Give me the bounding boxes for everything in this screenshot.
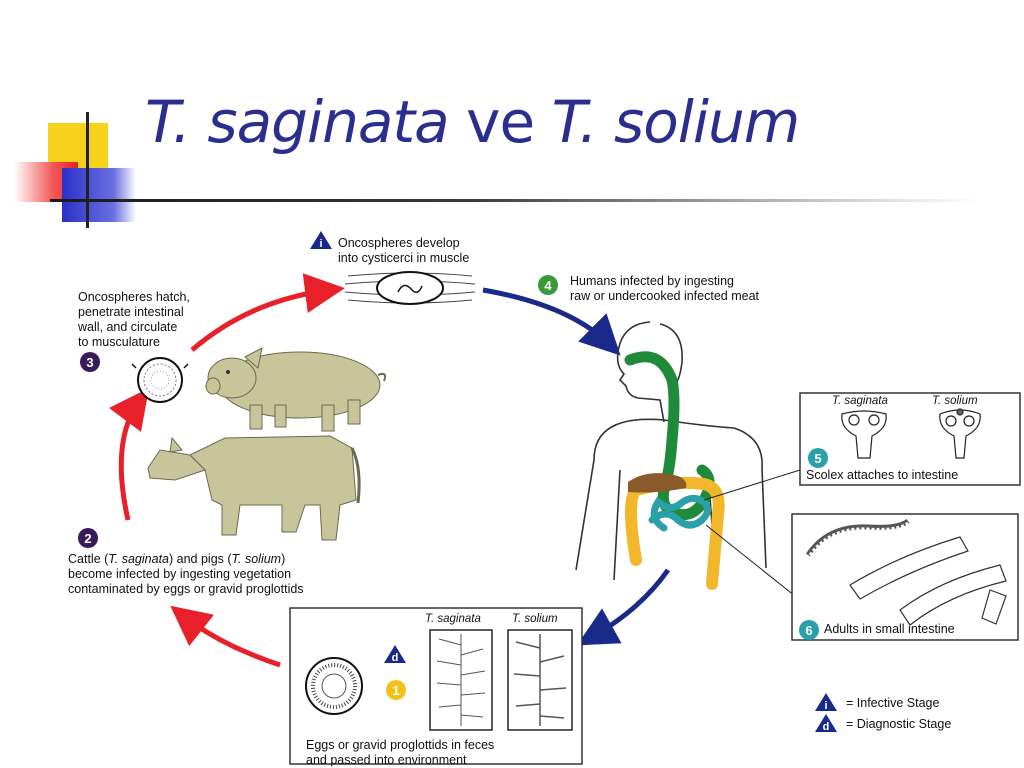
step-2-line-2: become infected by ingesting vegetation — [68, 567, 292, 581]
scolex-saginata-icon — [841, 410, 887, 459]
svg-text:i: i — [824, 700, 827, 712]
step-2-solium-text: T. solium — [231, 552, 282, 566]
step-1-line-1: Eggs or gravid proglottids in feces — [306, 738, 495, 752]
title-rule — [50, 199, 980, 202]
legend-diagnostic-label: = Diagnostic Stage — [846, 717, 952, 731]
step-3-line-2: penetrate intestinal — [78, 305, 184, 319]
step-i-line-2: into cysticerci in muscle — [338, 251, 470, 265]
svg-text:d: d — [392, 652, 399, 664]
title-connector: ve — [466, 88, 535, 156]
step-3-badge: 3 — [80, 352, 100, 372]
arrow-6-to-1 — [576, 568, 671, 646]
step-3-line-1: Oncospheres hatch, — [78, 290, 190, 304]
arrow-2-to-3 — [109, 387, 149, 521]
deco-vertical-line — [86, 112, 89, 228]
proglottid-solium-icon — [507, 629, 573, 731]
diagnostic-stage-marker: d — [384, 645, 406, 664]
step-2-saginata-text: T. saginata — [108, 552, 169, 566]
cysticercus-muscle-icon — [344, 271, 476, 305]
cow-icon — [147, 435, 361, 541]
step-6-badge: 6 — [799, 620, 819, 640]
step-4-badge: 4 — [538, 275, 558, 295]
step-3-line-3: wall, and circulate — [78, 320, 178, 334]
legend-infective-label: = Infective Stage — [846, 696, 940, 710]
title-species-1: T. saginata — [145, 88, 450, 156]
step-1-line-2: and passed into environment — [306, 753, 467, 767]
step-i-line-1: Oncospheres develop — [338, 236, 460, 250]
legend-diagnostic-marker: d — [815, 714, 837, 733]
step-5-badge: 5 — [808, 448, 828, 468]
proglottid-saginata-icon — [429, 629, 493, 731]
small-intestine — [648, 495, 711, 532]
step-2-close-text: ) — [281, 552, 286, 566]
arrow-3-to-i — [190, 273, 345, 352]
arrow-1-to-2 — [170, 605, 281, 668]
svg-text:d: d — [823, 721, 830, 733]
legend-infective-marker: i — [815, 693, 837, 712]
step-2-caption: Cattle (T. saginata) and pigs (T. solium… — [68, 552, 304, 597]
oncosphere-icon — [131, 357, 189, 403]
infective-stage-marker-top: i — [310, 231, 332, 250]
step-2-cattle-text: Cattle ( — [68, 552, 109, 566]
step-1-caption: Eggs or gravid proglottids in feces and … — [306, 738, 494, 768]
pointer-line-6 — [705, 524, 801, 601]
step-3-caption: Oncospheres hatch, penetrate intestinal … — [78, 290, 190, 350]
step-1-species-a: T. saginata — [425, 613, 481, 625]
step-2-line-1: Cattle (T. saginata) and pigs (T. solium… — [68, 552, 304, 567]
deco-square-blue — [62, 168, 136, 222]
scolex-solium-icon — [939, 408, 981, 459]
step-4-line-2: raw or undercooked infected meat — [570, 289, 759, 303]
egg-icon — [305, 657, 363, 715]
step-4-line-1: Humans infected by ingesting — [570, 274, 734, 288]
liver — [628, 473, 687, 493]
step-4-caption: Humans infected by ingesting raw or unde… — [570, 274, 759, 304]
step-1-species-b: T. solium — [512, 613, 558, 625]
step-5-caption: Scolex attaches to intestine — [806, 468, 959, 482]
scolex-box — [799, 392, 1021, 486]
step-5-species-b: T. solium — [932, 395, 978, 407]
slide-title: T. saginata ve T. solium — [145, 88, 801, 156]
step-3-line-4: to musculature — [78, 335, 160, 349]
svg-text:i: i — [319, 238, 322, 250]
arrow-i-to-4 — [482, 287, 621, 356]
pointer-line-5 — [703, 469, 801, 501]
step-2-badge: 2 — [78, 528, 98, 548]
step-5-species-a: T. saginata — [832, 395, 888, 407]
title-species-2: T. solium — [551, 88, 801, 156]
pig-icon — [205, 347, 387, 432]
step-1-badge: 1 — [386, 680, 406, 700]
step-2-line-3: contaminated by eggs or gravid proglotti… — [68, 582, 304, 596]
adult-tapeworm-icon — [805, 518, 1007, 626]
step-i-caption: Oncospheres develop into cysticerci in m… — [338, 236, 469, 266]
step-2-pigs-text: ) and pigs ( — [169, 552, 232, 566]
step-6-caption: Adults in small intestine — [824, 622, 955, 636]
